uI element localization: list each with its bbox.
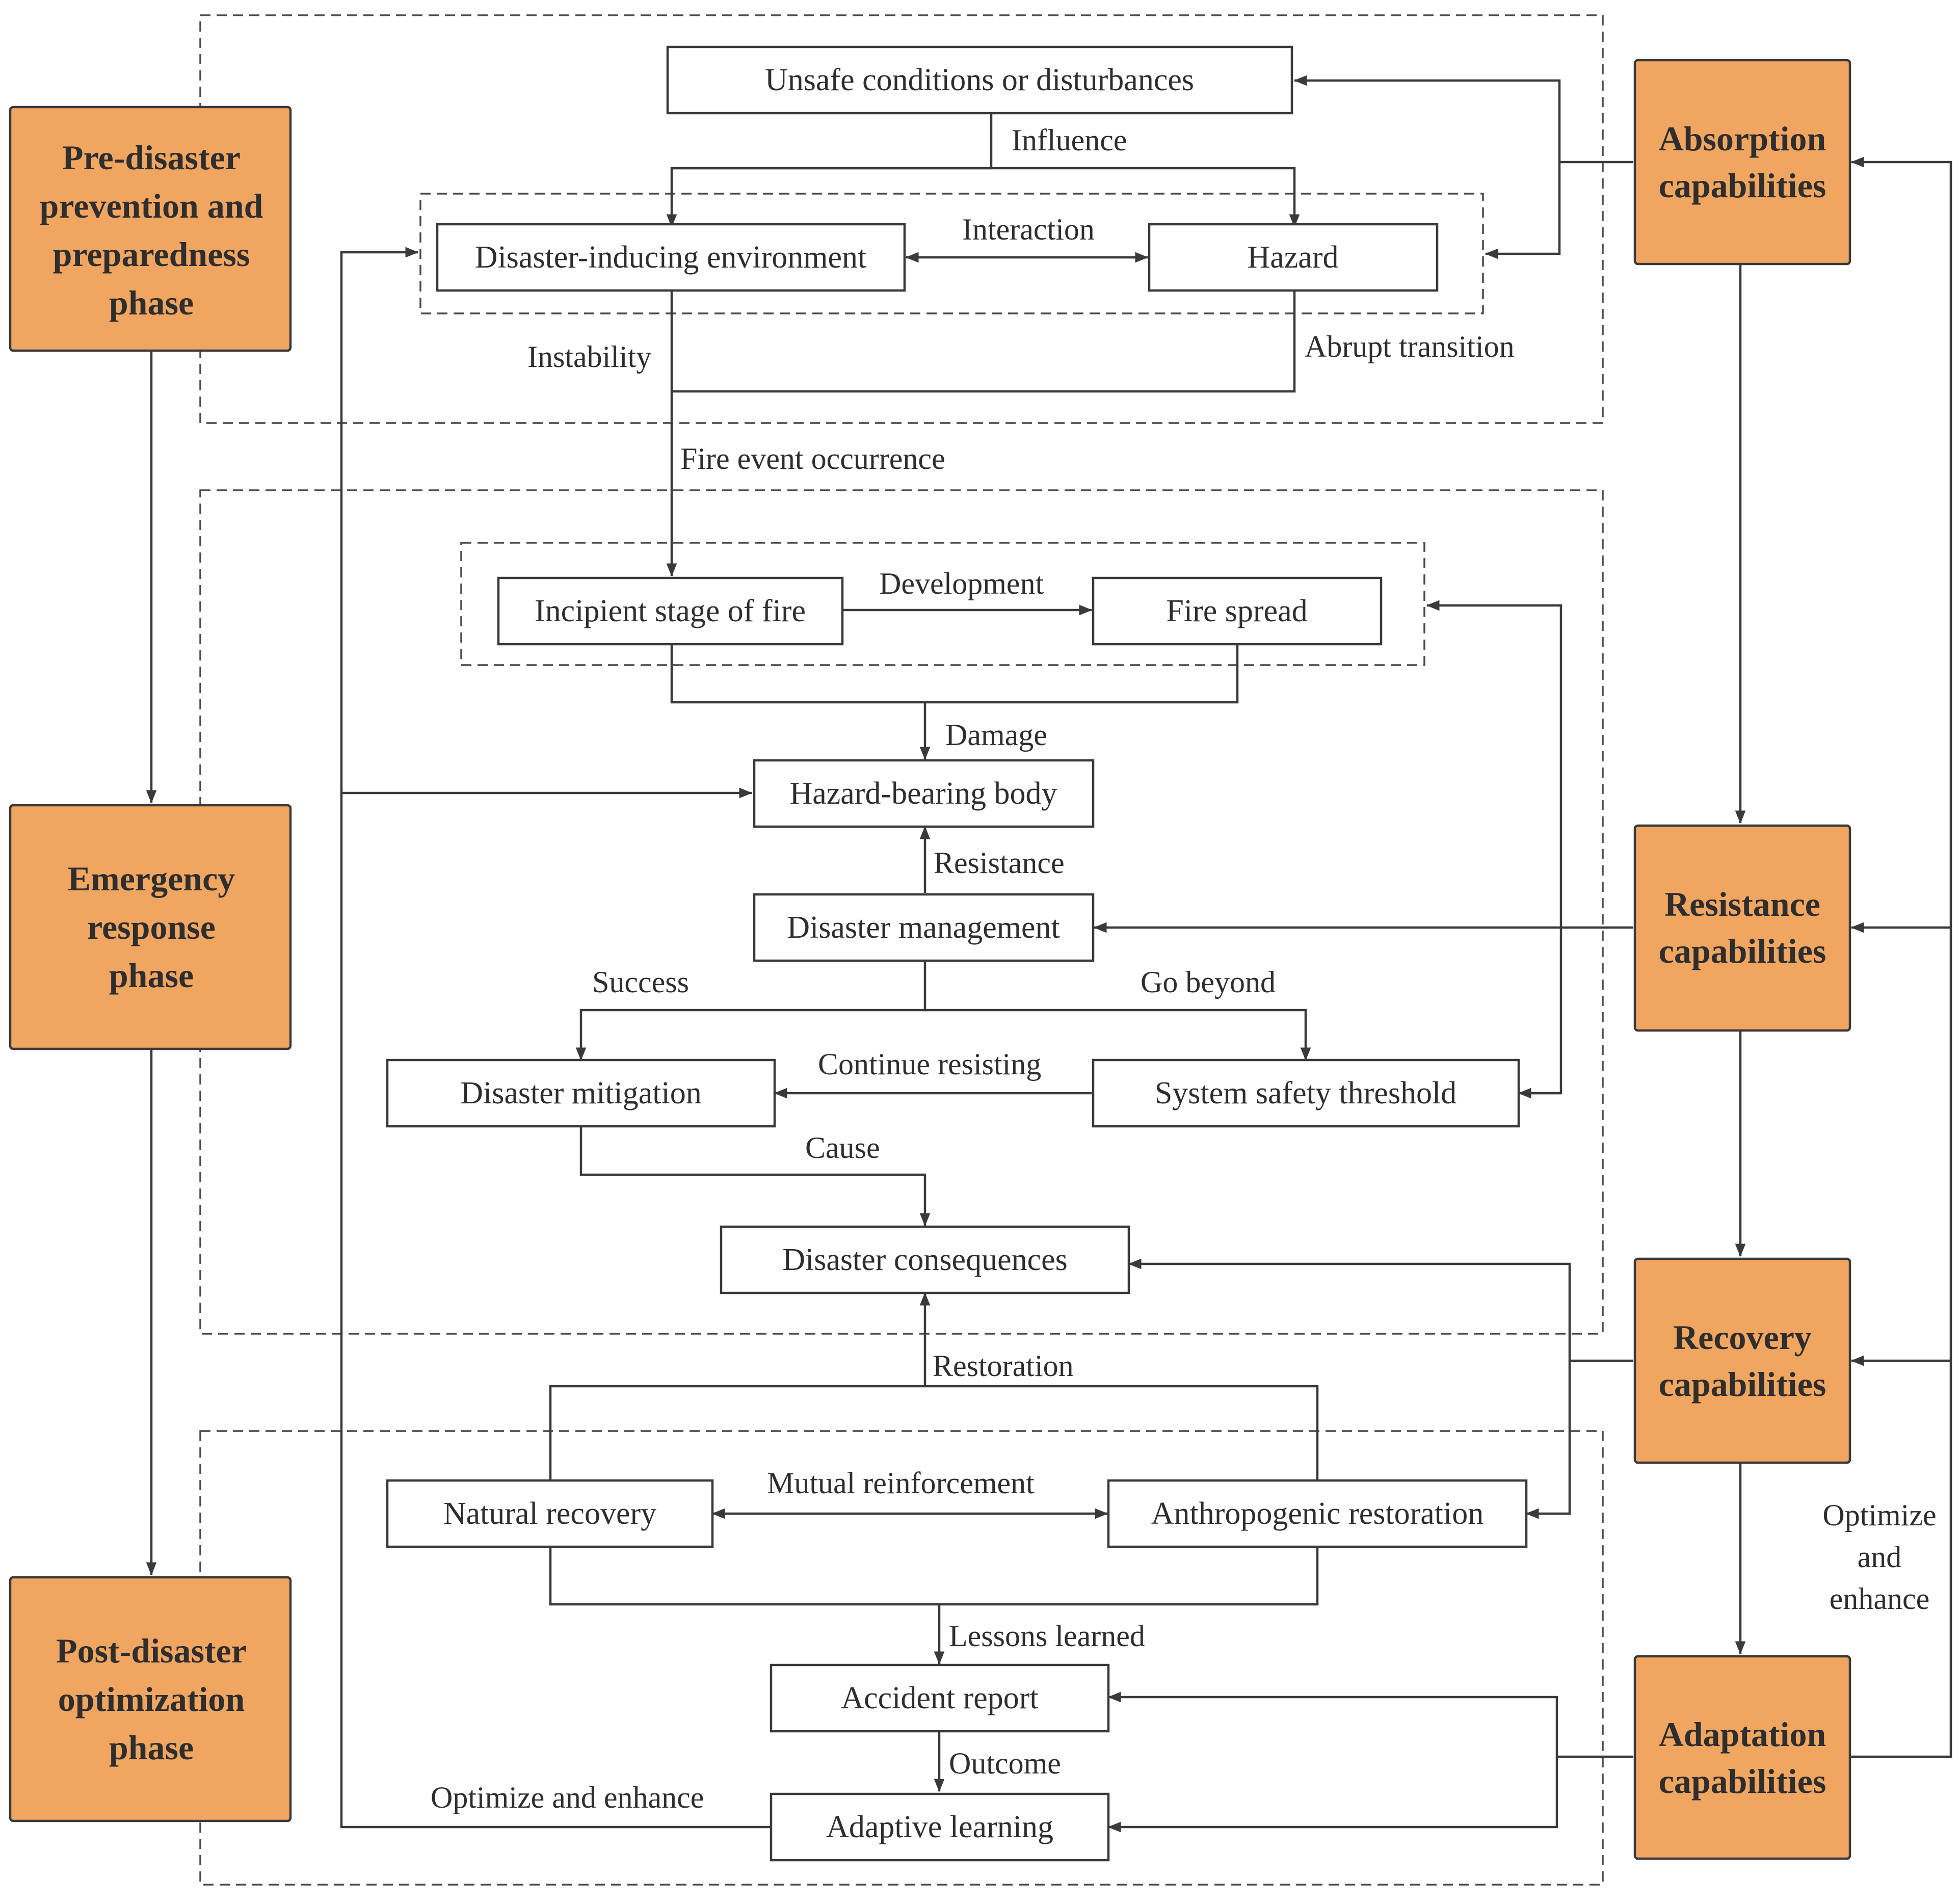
node-incipient-stage-label: Incipient stage of fire xyxy=(535,594,806,628)
recovery-to-anthropogenic xyxy=(1525,1361,1571,1519)
node-anthropogenic-restoration-label: Anthropogenic restoration xyxy=(1151,1496,1484,1531)
influence-link-hazard xyxy=(672,167,1300,228)
environment-hazard-group xyxy=(419,193,1484,314)
influence-link xyxy=(666,113,993,228)
label-outcome: Outcome xyxy=(949,1747,1061,1780)
cap-adaptation: Adaptation capabilities xyxy=(1633,1655,1851,1860)
node-disaster-mitigation-label: Disaster mitigation xyxy=(460,1076,702,1110)
post-disaster-region xyxy=(199,1430,1604,1886)
label-cause: Cause xyxy=(805,1131,880,1165)
node-disaster-mitigation: Disaster mitigation xyxy=(386,1059,776,1128)
node-anthropogenic-restoration: Anthropogenic restoration xyxy=(1107,1479,1528,1548)
label-optimize-right-line1: Optimize xyxy=(1822,1498,1936,1532)
node-disaster-inducing-environment: Disaster-inducing environment xyxy=(436,223,906,292)
node-hazard: Hazard xyxy=(1148,223,1439,292)
node-accident-report: Accident report xyxy=(770,1663,1110,1733)
phase-pre-disaster-line1: Pre-disaster xyxy=(62,138,241,177)
node-incipient-stage: Incipient stage of fire xyxy=(497,576,844,646)
label-optimize-and-enhance-bottom: Optimize and enhance xyxy=(431,1781,704,1814)
node-disaster-management-label: Disaster management xyxy=(787,910,1060,945)
label-interaction: Interaction xyxy=(962,213,1095,246)
cap-adaptation-line2: capabilities xyxy=(1659,1762,1826,1801)
node-disaster-management: Disaster management xyxy=(753,893,1095,962)
phase-emergency: Emergency response phase xyxy=(9,804,292,1050)
phase-post-disaster-line3: phase xyxy=(109,1728,194,1767)
cap-absorption-line2: capabilities xyxy=(1659,166,1826,205)
adaptation-to-learning xyxy=(1107,1757,1558,1833)
feedback-to-environment xyxy=(340,247,771,1829)
label-optimize-right-line3: enhance xyxy=(1830,1582,1930,1616)
cap-resistance-line1: Resistance xyxy=(1664,885,1820,923)
fire-stage-group xyxy=(460,542,1425,666)
phase-emergency-line1: Emergency xyxy=(68,859,235,898)
optimize-loop-right xyxy=(1849,156,1952,1758)
phase-pre-disaster-line3: preparedness xyxy=(53,235,250,274)
label-abrupt-transition: Abrupt transition xyxy=(1305,330,1515,363)
node-disaster-inducing-environment-label: Disaster-inducing environment xyxy=(475,240,866,275)
node-unsafe-conditions: Unsafe conditions or disturbances xyxy=(666,45,1293,115)
cap-adaptation-line1: Adaptation xyxy=(1659,1715,1826,1754)
phase-post-disaster: Post-disaster optimization phase xyxy=(9,1576,292,1822)
adaptation-to-report xyxy=(1107,1691,1633,1758)
cap-resistance: Resistance capabilities xyxy=(1633,824,1851,1032)
node-hazard-bearing-body: Hazard-bearing body xyxy=(753,759,1095,828)
node-hazard-label: Hazard xyxy=(1248,240,1339,275)
cap-resistance-line2: capabilities xyxy=(1659,932,1826,970)
absorption-to-unsafe xyxy=(1293,75,1633,164)
damage-link xyxy=(670,644,1239,704)
phase-post-disaster-line1: Post-disaster xyxy=(56,1631,247,1670)
label-optimize-right-line2: and xyxy=(1858,1540,1902,1574)
phase-emergency-line3: phase xyxy=(109,956,194,995)
label-damage: Damage xyxy=(945,718,1047,752)
restoration-link xyxy=(549,1385,1319,1480)
label-go-beyond: Go beyond xyxy=(1141,965,1276,999)
label-resistance: Resistance xyxy=(934,846,1065,880)
label-fire-event-occurrence: Fire event occurrence xyxy=(680,442,945,475)
abrupt-transition-link xyxy=(672,290,1296,393)
node-natural-recovery-label: Natural recovery xyxy=(443,1496,656,1531)
label-restoration: Restoration xyxy=(933,1349,1074,1383)
node-natural-recovery: Natural recovery xyxy=(386,1479,714,1548)
phase-pre-disaster-line4: phase xyxy=(109,283,194,322)
node-adaptive-learning-label: Adaptive learning xyxy=(826,1810,1053,1844)
node-accident-report-label: Accident report xyxy=(841,1681,1038,1715)
node-fire-spread-label: Fire spread xyxy=(1166,594,1307,628)
label-continue-resisting: Continue resisting xyxy=(818,1047,1041,1081)
node-disaster-consequences-label: Disaster consequences xyxy=(782,1242,1068,1277)
cap-recovery-line1: Recovery xyxy=(1673,1318,1812,1357)
node-adaptive-learning: Adaptive learning xyxy=(770,1792,1110,1862)
label-mutual-reinforcement: Mutual reinforcement xyxy=(767,1466,1035,1500)
success-link xyxy=(575,961,926,1061)
phase-pre-disaster: Pre-disaster prevention and preparedness… xyxy=(9,105,292,352)
lessons-learned-link xyxy=(549,1547,1319,1606)
label-influence: Influence xyxy=(1012,123,1127,157)
label-lessons-learned: Lessons learned xyxy=(949,1619,1145,1653)
connectors xyxy=(146,75,1952,1833)
recovery-to-consequences xyxy=(1128,1258,1633,1362)
phase-emergency-line2: response xyxy=(87,908,216,946)
absorption-to-hazard-group xyxy=(1485,162,1561,259)
threshold-to-fire-group xyxy=(1426,600,1562,1095)
label-development: Development xyxy=(879,567,1044,600)
cap-absorption-line1: Absorption xyxy=(1659,119,1826,158)
cap-recovery: Recovery capabilities xyxy=(1633,1257,1851,1464)
node-unsafe-conditions-label: Unsafe conditions or disturbances xyxy=(765,63,1194,97)
cap-absorption: Absorption capabilities xyxy=(1633,59,1851,266)
node-hazard-bearing-body-label: Hazard-bearing body xyxy=(789,776,1057,811)
label-success: Success xyxy=(592,965,689,999)
phase-post-disaster-line2: optimization xyxy=(58,1680,245,1718)
node-disaster-consequences: Disaster consequences xyxy=(720,1225,1130,1294)
label-instability: Instability xyxy=(527,340,651,374)
phase-pre-disaster-line2: prevention and xyxy=(40,187,263,225)
go-beyond-link xyxy=(925,1009,1311,1061)
cause-link xyxy=(579,1126,931,1227)
cap-recovery-line2: capabilities xyxy=(1659,1365,1826,1404)
node-system-safety-threshold: System safety threshold xyxy=(1092,1059,1520,1128)
node-system-safety-threshold-label: System safety threshold xyxy=(1155,1076,1456,1110)
node-fire-spread: Fire spread xyxy=(1092,576,1383,646)
